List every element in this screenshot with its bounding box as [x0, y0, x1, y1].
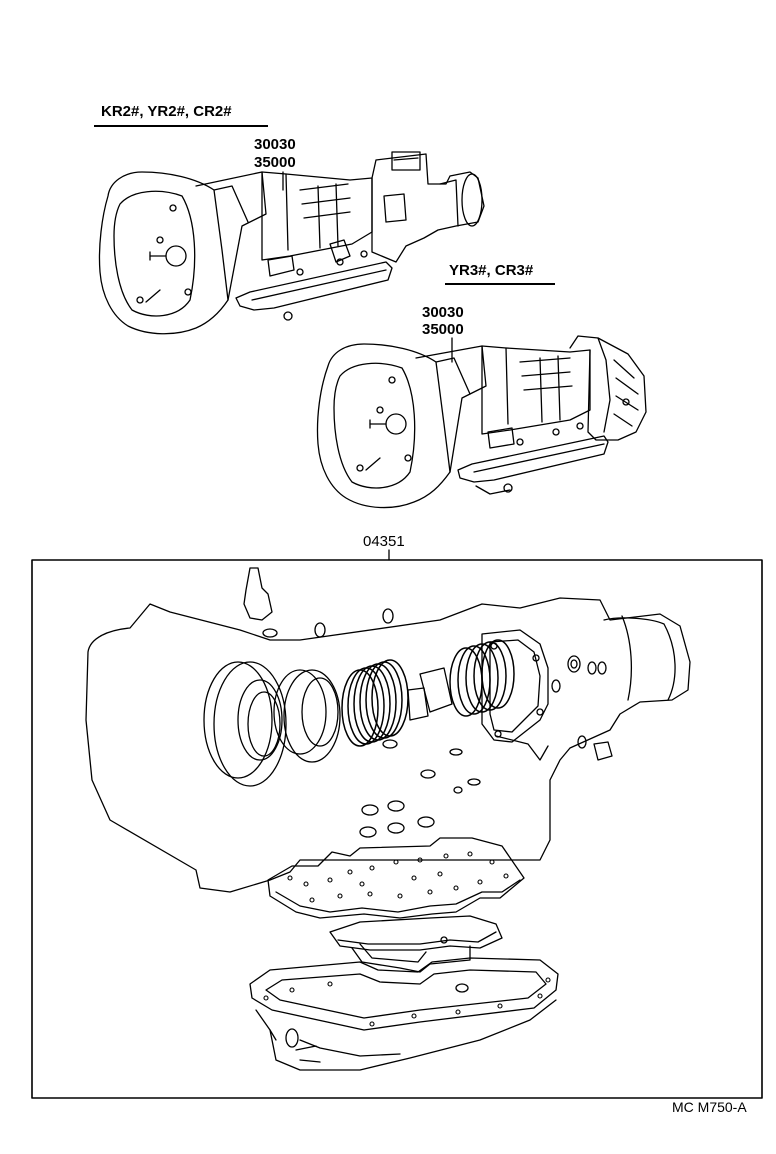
- part-number-30030-b: 30030: [422, 304, 464, 321]
- overhaul-kit-parts: [85, 567, 691, 1071]
- figure-reference: MC M750-A: [672, 1099, 747, 1115]
- part-number-35000-a: 35000: [254, 154, 296, 171]
- model-label-underline-2: [445, 283, 555, 285]
- kit-frame: [31, 559, 763, 1099]
- transmission-assembly-2: [316, 335, 647, 509]
- part-number-35000-b: 35000: [422, 321, 464, 338]
- transmission-assembly-1: [98, 151, 485, 335]
- model-label-group-2: YR3#, CR3#: [449, 262, 534, 279]
- part-number-30030-a: 30030: [254, 136, 296, 153]
- kit-part-number: 04351: [363, 533, 405, 550]
- model-label-group-1: KR2#, YR2#, CR2#: [101, 103, 232, 120]
- model-label-underline-1: [94, 125, 268, 127]
